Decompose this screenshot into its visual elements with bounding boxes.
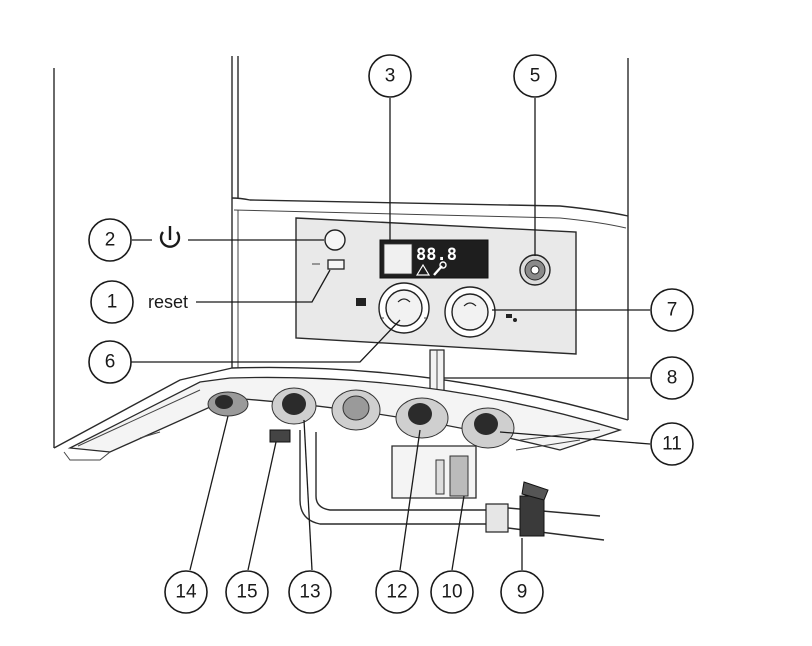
- gas-tap-handle[interactable]: [519, 481, 549, 537]
- svg-text:11: 11: [662, 434, 682, 455]
- callout-5: 5: [513, 54, 557, 98]
- svg-text:9: 9: [517, 582, 528, 603]
- callout-7: 7: [650, 288, 694, 332]
- svg-text:2: 2: [105, 230, 116, 251]
- radiator-icon: [356, 298, 366, 306]
- svg-text:10: 10: [441, 582, 462, 603]
- gas-supply-pipe: [299, 430, 605, 541]
- valve-14: [207, 391, 249, 417]
- control-panel: 88.8: [295, 217, 577, 355]
- callout-9: 9: [500, 570, 544, 614]
- heating-temperature-knob[interactable]: [378, 282, 430, 334]
- valve-13: [271, 387, 317, 425]
- warning-icon: [415, 263, 431, 276]
- svg-text:5: 5: [530, 66, 541, 87]
- valve-12: [395, 397, 449, 439]
- svg-text:3: 3: [385, 66, 396, 87]
- svg-text:13: 13: [299, 582, 320, 603]
- svg-text:14: 14: [175, 582, 197, 603]
- reset-button[interactable]: [327, 259, 345, 270]
- svg-text:12: 12: [386, 582, 407, 603]
- connector-15: [269, 429, 291, 443]
- power-icon: [159, 226, 181, 248]
- valve-11: [461, 407, 515, 449]
- callout-15: 15: [225, 570, 269, 614]
- tap-icon: [506, 314, 517, 322]
- wrench-icon: [433, 261, 447, 276]
- callout-6: 6: [88, 340, 132, 384]
- hot-water-temperature-knob[interactable]: [444, 286, 496, 338]
- callout-11: 11: [650, 422, 694, 466]
- pressure-gauge: [519, 254, 551, 286]
- power-button[interactable]: [324, 229, 346, 251]
- svg-text:8: 8: [667, 368, 678, 389]
- callout-1: 1: [90, 280, 134, 324]
- svg-text:1: 1: [107, 292, 118, 313]
- reset-label: reset: [148, 292, 188, 312]
- callout-3: 3: [368, 54, 412, 98]
- callout-8: 8: [650, 356, 694, 400]
- callout-13: 13: [288, 570, 332, 614]
- callout-12: 12: [375, 570, 419, 614]
- svg-text:6: 6: [105, 352, 116, 373]
- svg-text:15: 15: [236, 582, 257, 603]
- callout-2: 2: [88, 218, 132, 262]
- leader-lines: [131, 98, 651, 571]
- boiler-casing: [53, 56, 629, 449]
- display-digits: 88.8: [416, 245, 457, 265]
- valve-mid: [331, 389, 381, 431]
- callout-10: 10: [430, 570, 474, 614]
- svg-text:7: 7: [667, 300, 678, 321]
- callout-14: 14: [164, 570, 208, 614]
- bottom-tray: [63, 376, 623, 499]
